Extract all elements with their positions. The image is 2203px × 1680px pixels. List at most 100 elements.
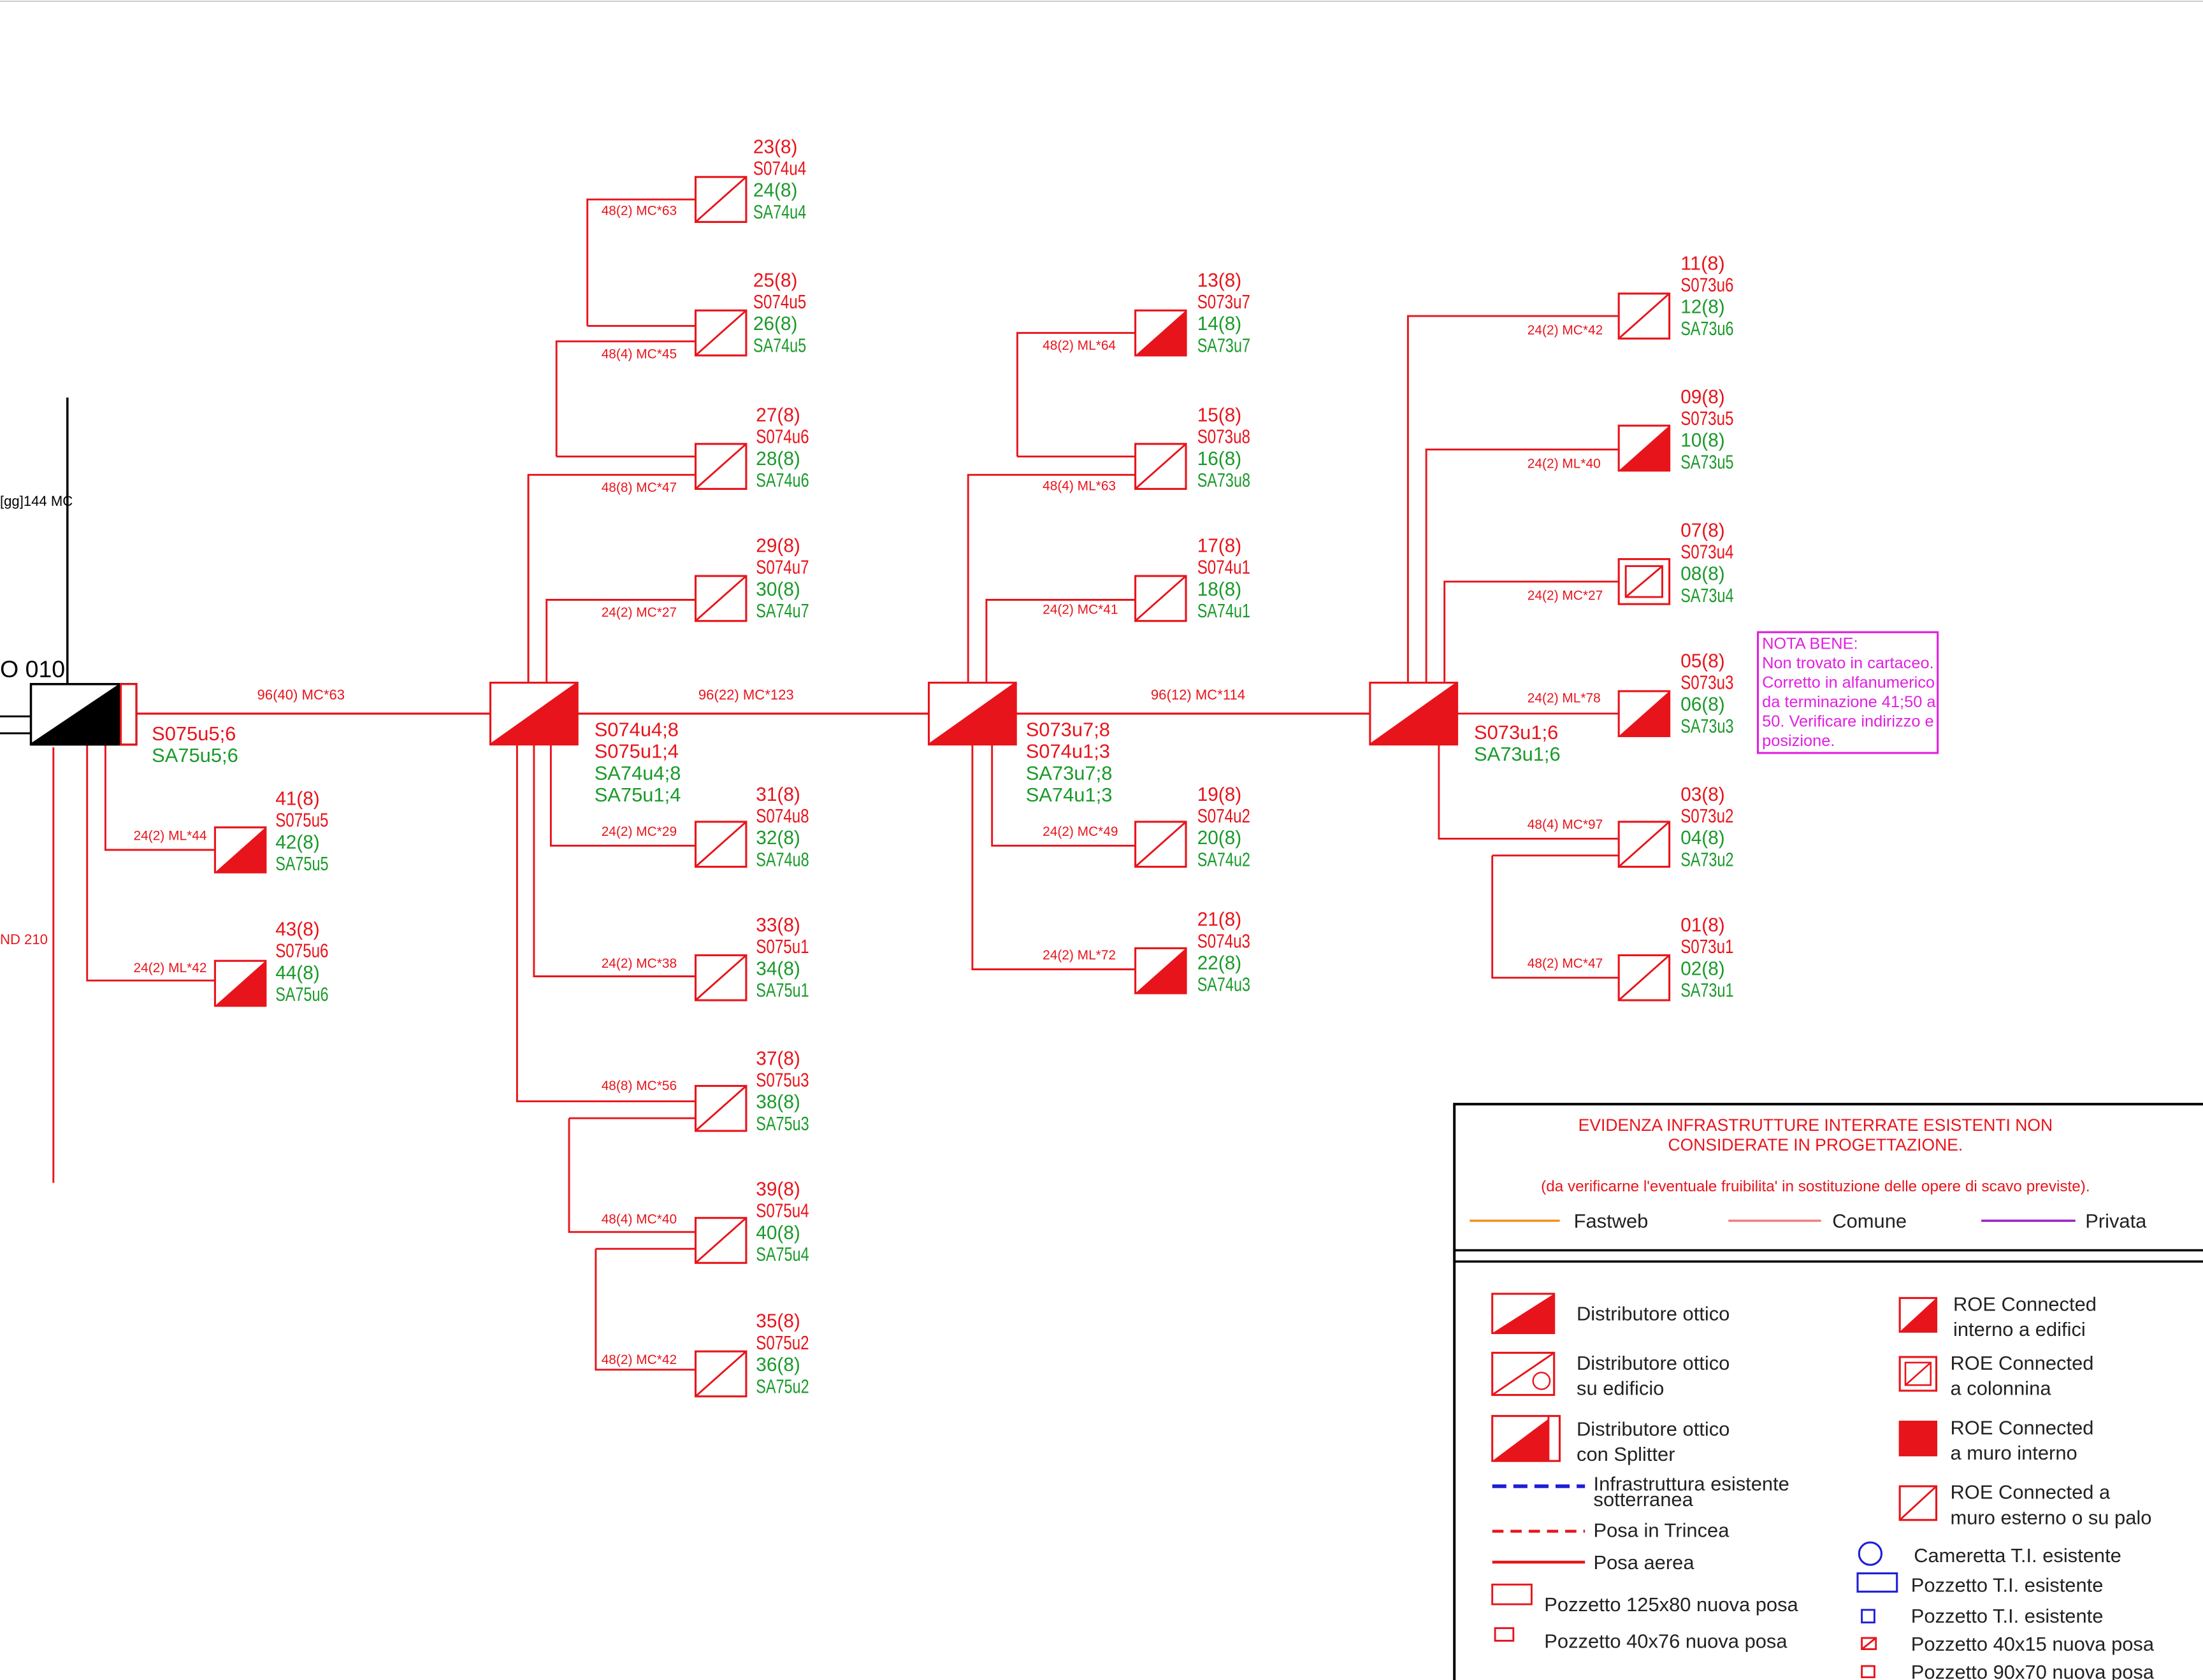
endpoint-label-line: 28(8) [756,447,800,470]
branch-cable-label: 24(2) MC*49 [1043,824,1118,839]
endpoint-label-line: SA73u8 [1197,469,1250,491]
endpoint-label-line: SA74u1 [1197,599,1250,622]
branch-cable-label: 48(4) MC*40 [602,1212,677,1227]
endpoint-label-line: 14(8) [1197,312,1242,334]
legend-item-label: Pozzetto 90x70 nuova posa [1911,1661,2155,1680]
endpoint-label-line: S074u5 [753,291,806,313]
branch-cable-label: 48(2) ML*64 [1043,338,1116,353]
endpoint-label-line: 37(8) [756,1047,800,1069]
branch-cable-label: 24(2) ML*72 [1043,948,1116,963]
main-cable-label: 96(40) MC*63 [257,687,345,703]
roe-symbol [1617,558,1671,605]
branch-cable-label: 24(2) ML*44 [134,829,207,844]
branch-cable [985,599,1136,684]
roe-symbol [694,176,748,223]
endpoint-label-line: S075u2 [756,1332,809,1354]
endpoint-label-line: S075u1 [756,935,809,958]
branch-cable [586,198,696,326]
owner-label: Fastweb [1574,1210,1649,1232]
roe-symbol [694,1350,748,1398]
note-line: da terminazione 41;50 a [1762,693,1936,711]
endpoint-label-line: 29(8) [756,535,800,557]
roe-symbol [694,1084,748,1132]
endpoint-label-line: 44(8) [275,961,320,984]
legend-item: Cameretta T.I. esistente [1914,1544,2121,1567]
legend-item: Pozzetto 125x80 nuova posa [1544,1593,1798,1616]
endpoint-label-line: 01(8) [1680,914,1725,936]
symbols-layer [29,176,1671,1398]
endpoint-label-line: S074u7 [756,556,809,578]
endpoint-label-line: 20(8) [1197,826,1242,849]
legend-item-label: sotterranea [1594,1488,1694,1511]
endpoint-label-line: 05(8) [1680,649,1725,671]
branch-cable-label: 48(2) MC*42 [602,1353,677,1367]
legend-item-label: Posa aerea [1594,1551,1695,1574]
legend-item: Pozzetto T.I. esistente [1911,1574,2104,1596]
endpoint-label-line: 12(8) [1680,296,1725,318]
endpoint-label-line: SA73u1 [1680,979,1733,1001]
legend-item: Posa aerea [1594,1551,1695,1574]
hub-label-line: SA73u1;6 [1474,743,1561,765]
down-label: ND 210 [0,931,48,947]
endpoint-label-line: SA73u7 [1197,334,1250,356]
branch-cable [1438,744,1619,840]
legend-item: Pozzetto 40x76 nuova posa [1544,1630,1788,1653]
roe-symbol [694,575,748,622]
branch-cable-label: 24(2) MC*38 [602,956,677,971]
legend-item: Pozzetto T.I. esistente [1911,1605,2104,1627]
legend-item-label: con Splitter [1577,1443,1675,1465]
roe-symbol [1134,309,1187,357]
roe-symbol [213,959,267,1007]
endpoint-label-line: 25(8) [753,269,798,291]
legend-item: Distributore ottico [1577,1303,1730,1325]
trunk-label: [gg]144 MC [0,493,73,509]
branch-cable-label: 24(2) ML*78 [1528,691,1601,706]
legend-item-label: ROE Connected [1951,1416,2094,1439]
legend-box: EVIDENZA INFRASTRUTTURE INTERRATE ESISTE… [1453,1103,2203,1680]
roe-symbol [1617,424,1671,472]
legend-item: Pozzetto 40x15 nuova posa [1911,1633,2155,1655]
endpoint-label-line: 43(8) [275,918,320,940]
branch-cable [516,744,696,1103]
legend-item-label: ROE Connected a [1951,1481,2111,1504]
roe-symbol [1617,690,1671,738]
endpoint-label-line: S073u7 [1197,291,1250,313]
endpoint-label-line: 13(8) [1197,269,1242,291]
branch-cable-label: 48(4) MC*97 [1528,817,1603,832]
endpoint-label-line: 32(8) [756,826,800,849]
hub-start [29,683,138,746]
endpoint-label-line: SA73u3 [1680,715,1733,737]
hub-distributor [489,682,579,746]
endpoint-label-line: 23(8) [753,135,798,157]
endpoint-label-line: S073u5 [1680,407,1733,429]
legend-item-label: Pozzetto 40x76 nuova posa [1544,1630,1788,1653]
note-line: posizione. [1762,732,1835,750]
owner-label: Comune [1832,1210,1907,1232]
owner-label: Privata [2085,1210,2147,1232]
branch-cable-label: 48(8) MC*47 [602,480,677,495]
branch-cable [549,744,696,847]
branch-cable [595,1249,696,1371]
legend-item-label: Distributore ottico [1577,1418,1730,1440]
roe-symbol [1617,821,1671,868]
endpoint-label-line: SA74u7 [756,599,809,622]
endpoint-label-line: 02(8) [1680,957,1725,979]
endpoint-label-line: 10(8) [1680,429,1725,451]
endpoint-label-line: 31(8) [756,783,800,805]
endpoint-label-line: SA74u5 [753,334,806,356]
endpoint-label-line: 33(8) [756,914,800,936]
branch-cable [555,340,696,457]
